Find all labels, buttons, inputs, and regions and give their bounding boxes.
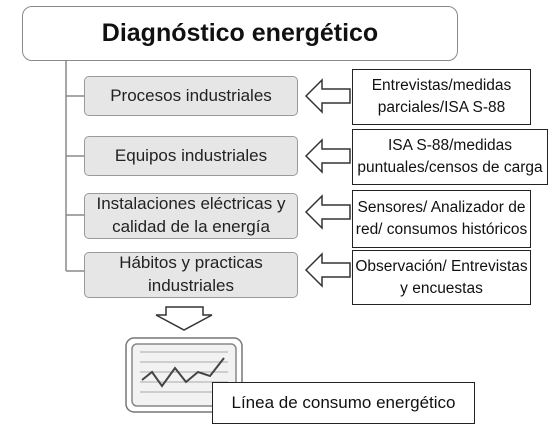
step-procesos: Procesos industriales <box>84 76 298 116</box>
source-equipos: ISA S-88/medidas puntuales/censos de car… <box>352 129 548 185</box>
result-box: Línea de consumo energético <box>212 382 475 424</box>
source-instalaciones: Sensores/ Analizador de red/ consumos hi… <box>352 190 531 248</box>
hollow-left-arrow-icon <box>304 252 351 288</box>
hollow-left-arrow-icon <box>304 78 351 114</box>
tree-connector <box>65 61 84 272</box>
source-habitos: Observación/ Entrevistas y encuestas <box>352 250 531 305</box>
hollow-left-arrow-icon <box>304 194 351 230</box>
step-equipos: Equipos industriales <box>84 136 298 176</box>
source-procesos: Entrevistas/medidas parciales/ISA S-88 <box>352 69 531 125</box>
step-instalaciones: Instalaciones eléctricas y calidad de la… <box>84 193 298 239</box>
diagram-title: Diagnóstico energético <box>22 6 458 61</box>
hollow-down-arrow-icon <box>155 306 213 331</box>
hollow-left-arrow-icon <box>304 138 351 174</box>
step-habitos: Hábitos y practicas industriales <box>84 252 298 298</box>
